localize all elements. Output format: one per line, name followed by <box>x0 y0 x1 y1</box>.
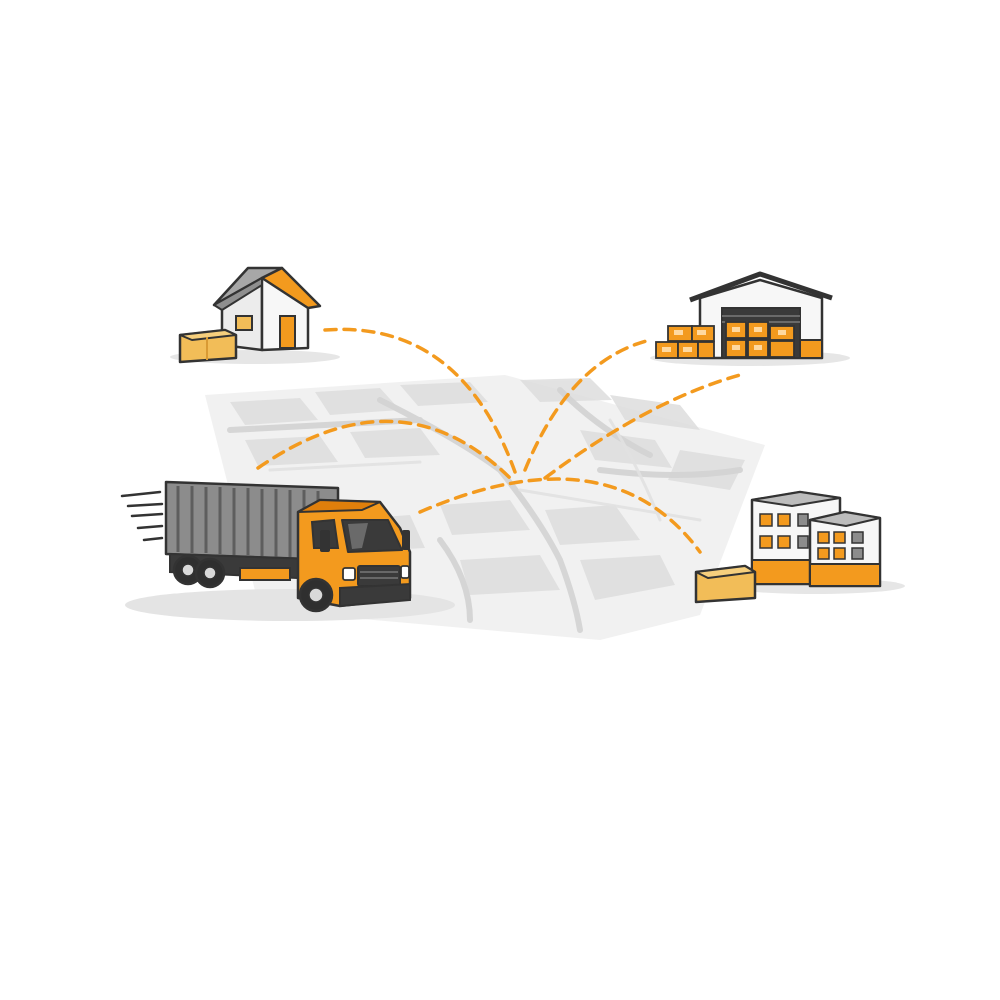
warehouse-icon <box>650 271 850 366</box>
route-to-house <box>323 327 517 474</box>
delivery-truck-icon <box>120 480 455 621</box>
parcel-box-icon <box>694 564 757 604</box>
route-to-warehouse <box>523 338 652 472</box>
parcel-box-icon <box>178 328 238 364</box>
route-to-offices <box>418 477 702 554</box>
route-from-truck <box>256 419 512 480</box>
route-path-icon <box>256 327 742 554</box>
route-to-warehouse-2 <box>543 373 742 480</box>
office-buildings-icon <box>725 490 905 594</box>
